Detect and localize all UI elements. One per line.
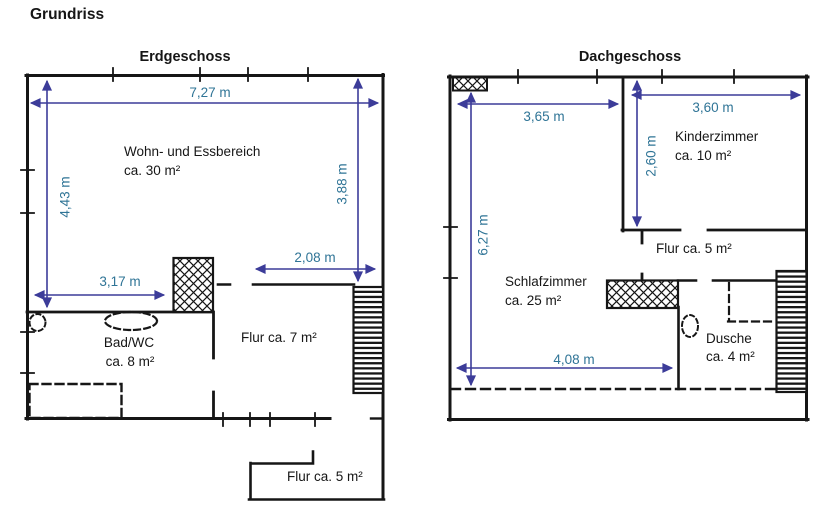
eg-wohnbereich-area: ca. 30 m² <box>124 163 181 178</box>
eg-flur-label: Flur ca. 7 m² <box>241 330 317 345</box>
eg-dim-height-left-label: 4,43 m <box>57 176 73 218</box>
eg-sink <box>103 310 159 332</box>
dg-dim-height-left-label: 6,27 m <box>475 214 491 256</box>
dg-outer-walls <box>447 74 810 422</box>
eg-dim-flur-width-label: 2,08 m <box>294 250 336 265</box>
dg-shower-enclosure <box>726 281 778 323</box>
eg-dim-height-right-label: 3,88 m <box>334 163 350 205</box>
dg-dim-kinder-width-label: 3,60 m <box>692 100 734 115</box>
erdgeschoss-plan <box>20 67 386 501</box>
eg-dim-width-top-label: 7,27 m <box>189 85 231 100</box>
dg-schlafzimmer-area: ca. 25 m² <box>505 293 562 308</box>
dg-dim-kinder-height-label: 2,60 m <box>643 135 659 177</box>
eg-toilet <box>28 313 47 332</box>
eg-wall-ticks <box>20 67 316 427</box>
page-title: Grundriss <box>30 6 105 23</box>
dg-dusche-area: ca. 4 m² <box>706 349 755 364</box>
dachgeschoss-plan <box>443 69 810 422</box>
dachgeschoss-title: Dachgeschoss <box>578 49 682 65</box>
dachgeschoss-dimension-lines <box>455 79 802 387</box>
eg-outer-walls <box>24 73 385 501</box>
dg-stairs <box>775 269 808 394</box>
dg-kinderzimmer-walls <box>620 75 808 283</box>
eg-dim-bad-width-label: 3,17 m <box>99 274 141 289</box>
dg-chimney-schlafzimmer <box>605 279 680 310</box>
erdgeschoss-dimension-lines <box>29 77 380 309</box>
dg-dusche-label: Dusche <box>706 331 752 346</box>
eg-flur-unten-label: Flur ca. 5 m² <box>287 469 363 484</box>
dg-dim-left-width-label: 3,65 m <box>523 109 565 124</box>
dg-schlafzimmer-label: Schlafzimmer <box>505 274 587 289</box>
dg-wall-ticks <box>443 69 735 279</box>
erdgeschoss-title: Erdgeschoss <box>139 49 231 65</box>
eg-stairs <box>352 285 385 395</box>
eg-lower-flur-walls <box>247 450 386 501</box>
dg-toilet <box>681 314 699 338</box>
dg-kinderzimmer-label: Kinderzimmer <box>675 129 759 144</box>
eg-bad-label: Bad/WC <box>103 335 155 350</box>
dg-chimney-small <box>452 76 488 92</box>
dg-kinderzimmer-area: ca. 10 m² <box>675 148 732 163</box>
eg-wohnbereich-label: Wohn- und Essbereich <box>124 144 261 159</box>
eg-chimney <box>172 256 215 314</box>
eg-bad-area: ca. 8 m² <box>105 354 155 369</box>
dg-dim-schlaf-width-label: 4,08 m <box>553 352 595 367</box>
dg-flur-label: Flur ca. 5 m² <box>656 241 732 256</box>
eg-bathtub <box>28 382 123 420</box>
dg-dusche-walls <box>676 279 779 391</box>
